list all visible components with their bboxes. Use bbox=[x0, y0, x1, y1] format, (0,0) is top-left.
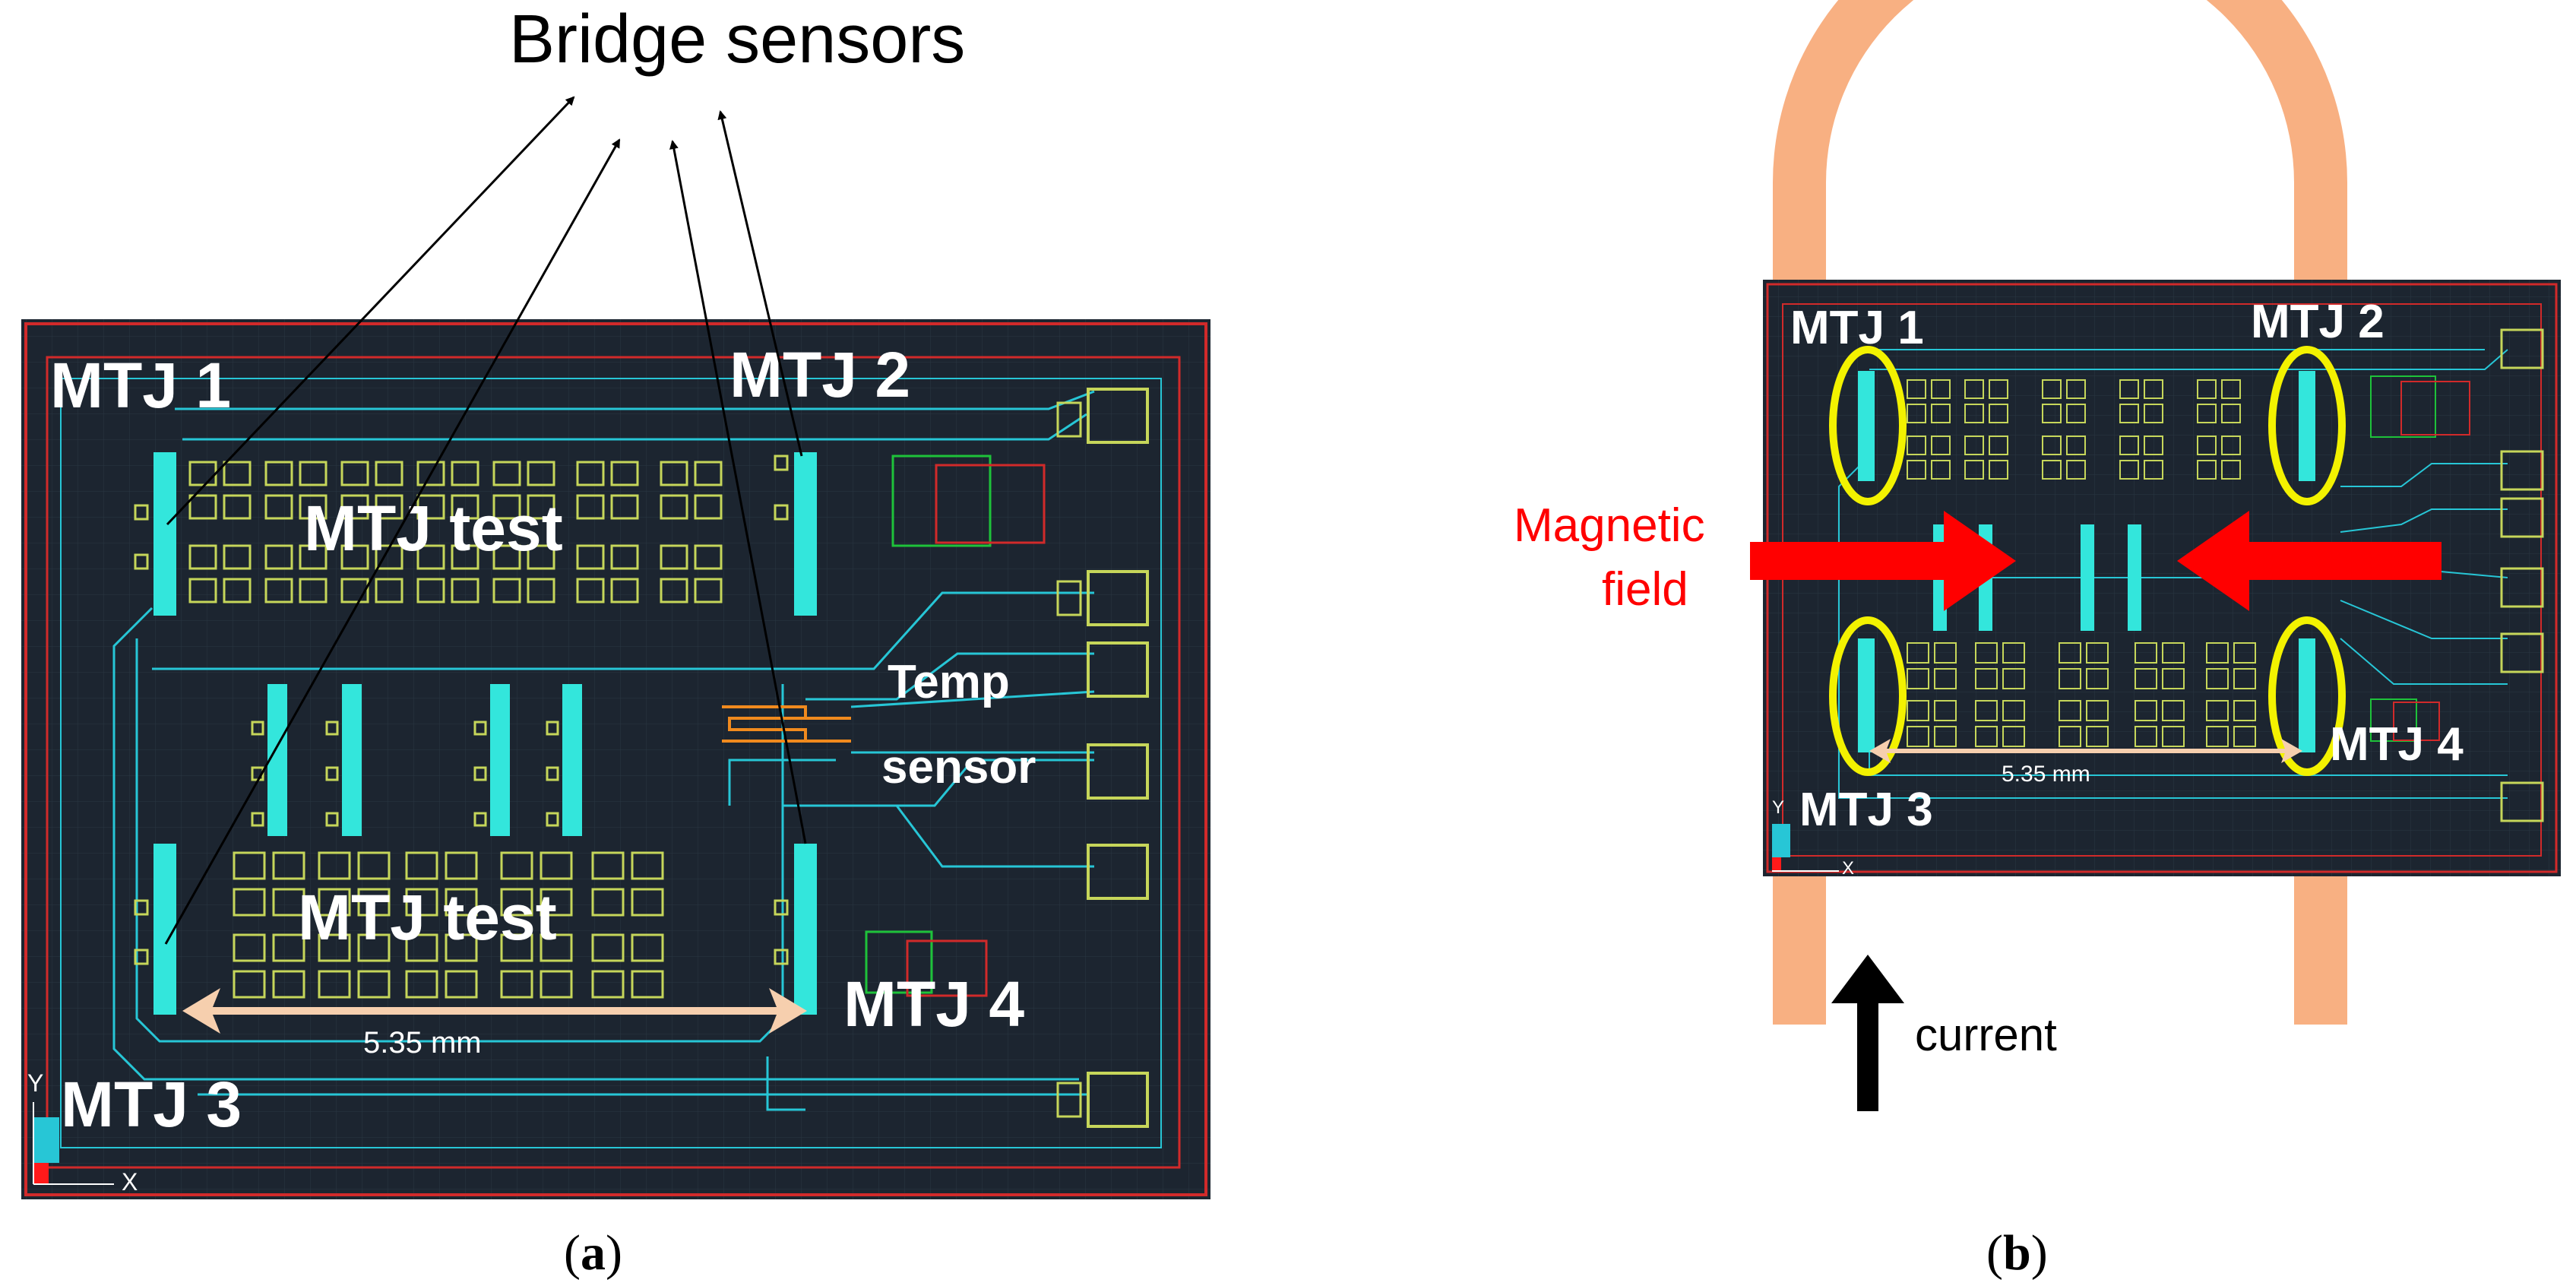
mtj4-label-b: MTJ 4 bbox=[2330, 718, 2464, 771]
dimension-label-b: 5.35 mm bbox=[2002, 762, 2090, 787]
chip-a-axis-x: X bbox=[122, 1168, 138, 1196]
caption-b-open: ( bbox=[1986, 1225, 2003, 1281]
chip-b-reference-boxes bbox=[2370, 375, 2470, 742]
caption-a: (a) bbox=[564, 1225, 622, 1281]
magnetic-field-label-line2: field bbox=[1602, 563, 1688, 616]
chip-a-test-array-bottom bbox=[233, 851, 664, 999]
temp-sensor-label-line2: sensor bbox=[881, 741, 1036, 793]
mtj4-sensor-a bbox=[794, 844, 817, 1015]
chip-b-test-array-top bbox=[1907, 379, 2241, 480]
mtj1-sensor-b bbox=[1858, 371, 1875, 481]
mtj2-label-b: MTJ 2 bbox=[2251, 296, 2385, 348]
panel-a: Y X MTJ 1 MTJ 2 MTJ 3 MTJ 4 MTJ test MTJ… bbox=[21, 2, 1210, 1281]
caption-b-close: ) bbox=[2031, 1225, 2048, 1281]
caption-a-close: ) bbox=[606, 1225, 622, 1281]
chip-a-inner-border bbox=[46, 356, 1181, 1169]
chip-a-middle-sensors bbox=[267, 684, 582, 836]
chip-a-axis-y: Y bbox=[27, 1069, 43, 1097]
mtj2-sensor-a bbox=[794, 452, 817, 616]
caption-a-open: ( bbox=[564, 1225, 581, 1281]
current-arrow bbox=[1831, 955, 1904, 1111]
current-label: current bbox=[1915, 1009, 2057, 1060]
chip-a-middle-small-pads bbox=[251, 721, 559, 827]
chip-a-bridge-pads bbox=[134, 455, 789, 965]
chip-b-bridge-sensors bbox=[1858, 371, 2315, 752]
mtj3-sensor-b bbox=[1858, 638, 1875, 752]
caption-a-letter: a bbox=[581, 1225, 606, 1281]
mtj3-label-b: MTJ 3 bbox=[1799, 784, 1933, 836]
magnetic-field-arrow-left bbox=[1750, 511, 2016, 611]
temp-sensor-meander bbox=[722, 705, 851, 743]
chip-a-axis-indicator bbox=[33, 1102, 114, 1185]
mtj3-highlight bbox=[1829, 616, 1907, 776]
caption-b: (b) bbox=[1986, 1225, 2048, 1281]
chip-a-frame bbox=[60, 378, 1162, 1148]
mtj1-highlight bbox=[1829, 346, 1907, 505]
mtj1-sensor-a bbox=[153, 452, 176, 616]
mtj1-label-b: MTJ 1 bbox=[1790, 302, 1924, 354]
chip-b-bond-pads bbox=[2500, 328, 2544, 822]
mtj4-highlight bbox=[2268, 616, 2346, 776]
magnetic-field-arrow-right bbox=[2177, 511, 2442, 611]
dimension-arrow-a bbox=[182, 988, 807, 1034]
chip-b-axis-indicator bbox=[1772, 824, 1839, 872]
mtj2-highlight bbox=[2268, 346, 2346, 505]
mtj2-label-a: MTJ 2 bbox=[729, 339, 910, 410]
dimension-arrow-b bbox=[1869, 739, 2302, 763]
dimension-label-a: 5.35 mm bbox=[363, 1026, 482, 1060]
mtj3-sensor-a bbox=[153, 844, 176, 1015]
mtj-test-top-label: MTJ test bbox=[304, 493, 563, 564]
mtj4-label-a: MTJ 4 bbox=[843, 968, 1024, 1040]
current-coil bbox=[1773, 0, 2347, 1025]
chip-b-test-array-bottom bbox=[1907, 642, 2256, 747]
mtj3-label-a: MTJ 3 bbox=[61, 1069, 242, 1140]
chip-b-axis-y: Y bbox=[1772, 797, 1784, 818]
panel-b: 5.35 mm Y X MTJ 1 MTJ 2 MTJ 3 MTJ 4 Magn… bbox=[1514, 0, 2561, 1281]
bridge-sensor-callouts bbox=[164, 96, 807, 945]
mtj1-label-a: MTJ 1 bbox=[50, 350, 231, 421]
mtj4-sensor-b bbox=[2299, 638, 2315, 752]
mtj2-sensor-b bbox=[2299, 371, 2315, 481]
temp-sensor-label-line1: Temp bbox=[888, 656, 1010, 708]
magnetic-field-label-line1: Magnetic bbox=[1514, 499, 1705, 552]
chip-a-bond-pads bbox=[1087, 388, 1149, 1128]
mtj-highlight-ellipses bbox=[1829, 346, 2346, 776]
bridge-sensors-title: Bridge sensors bbox=[509, 2, 965, 78]
chip-a-outer-border bbox=[24, 322, 1207, 1196]
chip-b-axis-x: X bbox=[1842, 858, 1854, 879]
chip-a-small-pads bbox=[1056, 401, 1082, 1118]
chip-a-bridge-sensors bbox=[153, 452, 817, 1015]
chip-a-reference-boxes bbox=[865, 455, 1046, 997]
caption-b-letter: b bbox=[2003, 1225, 2031, 1281]
mtj-test-bottom-label: MTJ test bbox=[298, 882, 557, 953]
